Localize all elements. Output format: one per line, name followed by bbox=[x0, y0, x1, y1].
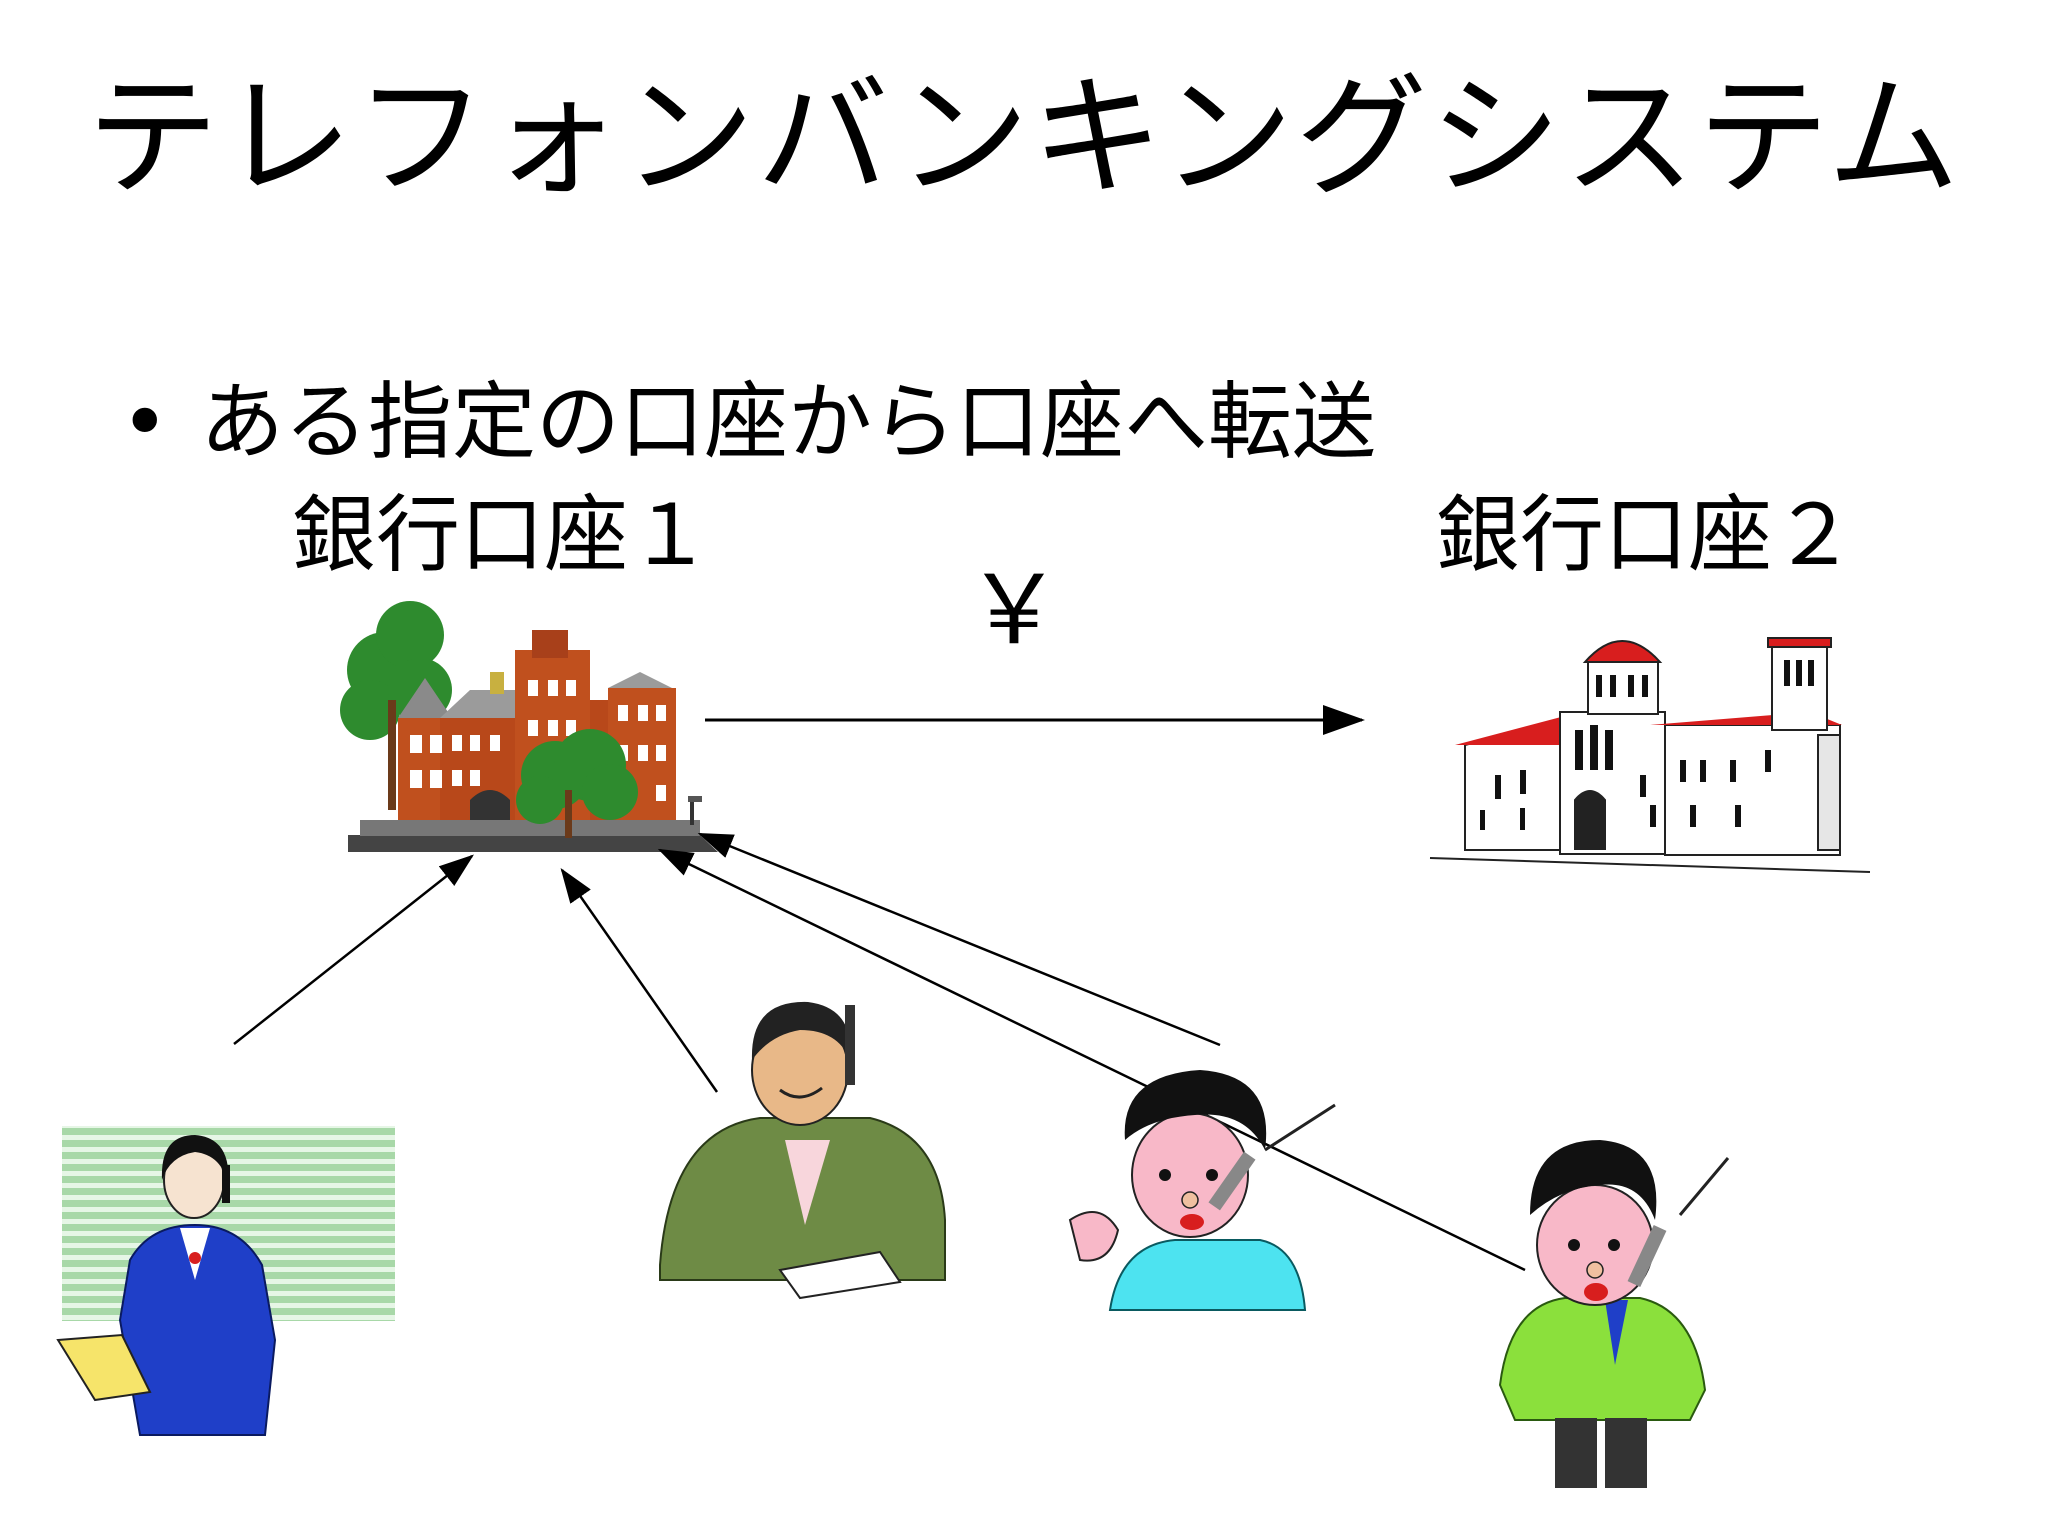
call-arrow-3 bbox=[697, 832, 1221, 1047]
slide-title: テレフォンバンキングシステム bbox=[86, 61, 1962, 215]
caller-woman-illustration bbox=[56, 1126, 395, 1436]
bullet-marker: • bbox=[120, 373, 170, 471]
call-arrows bbox=[233, 832, 1526, 1272]
bank-2-building-illustration bbox=[1429, 637, 1871, 873]
bullet-text: ある指定の口座から口座へ転送 bbox=[200, 373, 1377, 471]
tree-center bbox=[516, 729, 638, 824]
call-arrow-4 bbox=[657, 848, 1526, 1272]
bank-1-building-illustration bbox=[340, 601, 718, 852]
bank-account-1-label: 銀行口座１ bbox=[292, 486, 713, 584]
bank-account-2-label: 銀行口座２ bbox=[1436, 486, 1857, 584]
yen-symbol: ￥ bbox=[966, 554, 1062, 666]
caller-boy-illustration bbox=[1068, 1070, 1336, 1311]
caller-man-green-jacket-illustration bbox=[1498, 1140, 1730, 1488]
call-arrow-2 bbox=[560, 867, 719, 1093]
bullet-point: • ある指定の口座から口座へ転送 bbox=[120, 372, 1376, 472]
caller-businessman-illustration bbox=[659, 1001, 946, 1300]
call-arrow-1 bbox=[233, 854, 474, 1045]
